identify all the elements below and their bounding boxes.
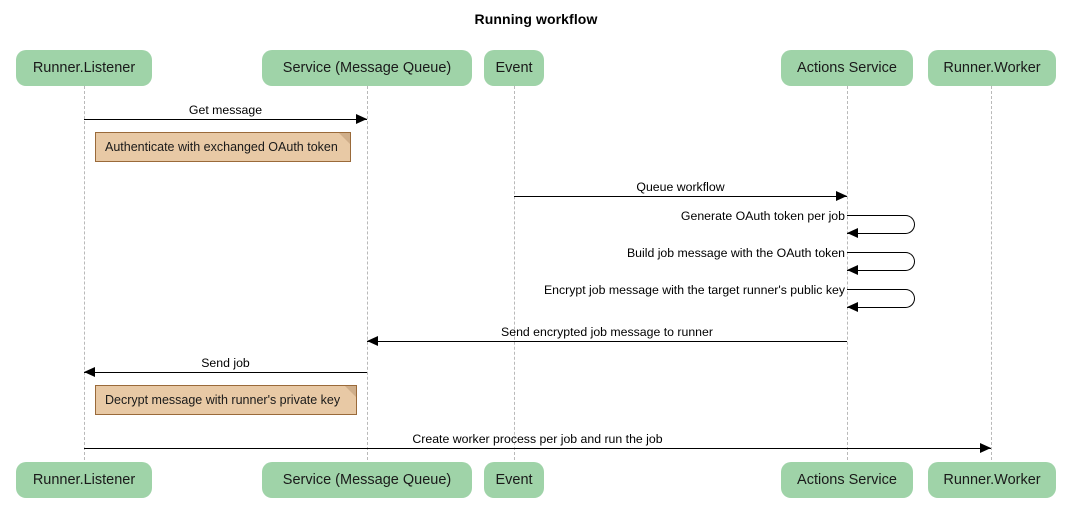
arrowhead-send-encrypted-job-message <box>367 336 378 346</box>
message-label-send-encrypted-job-message: Send encrypted job message to runner <box>501 325 713 339</box>
participant-label: Event <box>495 472 533 488</box>
participant-label: Actions Service <box>797 472 897 488</box>
selfcall-label-generate-oauth-token: Generate OAuth token per job <box>680 209 845 223</box>
selfcall-label-build-job-message: Build job message with the OAuth token <box>626 246 845 260</box>
participant-runner-listener-bottom[interactable]: Runner.Listener <box>16 462 152 498</box>
participant-label: Service (Message Queue) <box>282 60 452 76</box>
lifeline-event <box>514 86 515 460</box>
selfcall-loop-encrypt-job-message <box>847 289 915 308</box>
lifeline-runner-listener <box>84 86 85 460</box>
participant-actions-service-top[interactable]: Actions Service <box>781 50 913 86</box>
participant-runner-worker-top[interactable]: Runner.Worker <box>928 50 1056 86</box>
note-fold-corner-icon <box>345 386 356 397</box>
message-line-get-message <box>84 119 367 120</box>
participant-service-message-queue-bottom[interactable]: Service (Message Queue) <box>262 462 472 498</box>
selfcall-loop-generate-oauth-token <box>847 215 915 234</box>
arrowhead-build-job-message <box>847 265 858 275</box>
participant-service-message-queue-top[interactable]: Service (Message Queue) <box>262 50 472 86</box>
participant-label: Event <box>495 60 533 76</box>
arrowhead-create-worker-process <box>980 443 991 453</box>
participant-actions-service-bottom[interactable]: Actions Service <box>781 462 913 498</box>
participant-label: Actions Service <box>797 60 897 76</box>
selfcall-label-encrypt-job-message: Encrypt job message with the target runn… <box>543 283 845 297</box>
participant-label: Runner.Worker <box>943 60 1041 76</box>
message-label-get-message: Get message <box>188 103 263 117</box>
participant-event-bottom[interactable]: Event <box>484 462 544 498</box>
participant-runner-listener-top[interactable]: Runner.Listener <box>16 50 152 86</box>
note-text: Decrypt message with runner's private ke… <box>105 393 341 407</box>
arrowhead-send-job <box>84 367 95 377</box>
lifeline-service-message-queue <box>367 86 368 460</box>
message-label-create-worker-process: Create worker process per job and run th… <box>412 432 663 446</box>
message-line-create-worker-process <box>84 448 991 449</box>
message-line-send-job <box>84 372 367 373</box>
participant-label: Runner.Listener <box>32 60 136 76</box>
note-text: Authenticate with exchanged OAuth token <box>105 140 338 154</box>
arrowhead-generate-oauth-token <box>847 228 858 238</box>
message-line-send-encrypted-job-message <box>367 341 847 342</box>
message-label-queue-workflow: Queue workflow <box>636 180 725 194</box>
message-label-send-job: Send job <box>201 356 250 370</box>
participant-label: Runner.Worker <box>943 472 1041 488</box>
note-decrypt: Decrypt message with runner's private ke… <box>95 385 357 415</box>
participant-runner-worker-bottom[interactable]: Runner.Worker <box>928 462 1056 498</box>
message-line-queue-workflow <box>514 196 847 197</box>
participant-event-top[interactable]: Event <box>484 50 544 86</box>
arrowhead-encrypt-job-message <box>847 302 858 312</box>
selfcall-loop-build-job-message <box>847 252 915 271</box>
lifeline-runner-worker <box>991 86 992 460</box>
diagram-title: Running workflow <box>474 11 598 27</box>
arrowhead-get-message <box>356 114 367 124</box>
participant-label: Service (Message Queue) <box>282 472 452 488</box>
note-authenticate: Authenticate with exchanged OAuth token <box>95 132 351 162</box>
note-fold-corner-icon <box>339 133 350 144</box>
arrowhead-queue-workflow <box>836 191 847 201</box>
participant-label: Runner.Listener <box>32 472 136 488</box>
